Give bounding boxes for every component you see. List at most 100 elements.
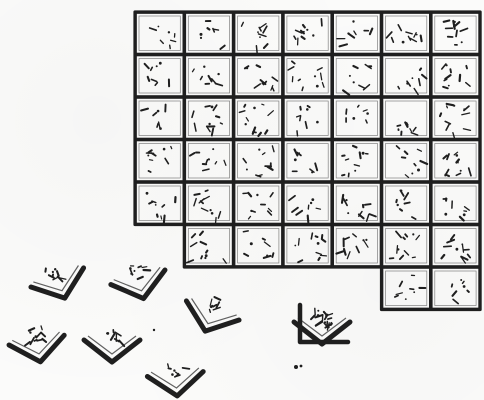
cell-glyph xyxy=(396,190,415,220)
grid-cell xyxy=(185,183,233,225)
cell-glyph xyxy=(395,275,425,300)
ink-dot xyxy=(300,365,303,368)
grid-cell xyxy=(382,268,430,310)
grid-cell xyxy=(185,55,233,97)
cell-glyph xyxy=(342,195,376,221)
grid-cell xyxy=(283,183,331,225)
cell-glyph xyxy=(150,26,176,49)
grid-cell xyxy=(136,13,184,55)
grid-cell xyxy=(382,55,430,97)
loose-tile xyxy=(84,330,140,362)
cell-glyph xyxy=(390,231,420,259)
grid-cell xyxy=(431,98,479,140)
grid-cell xyxy=(431,268,479,310)
grid-cell xyxy=(283,98,331,140)
puzzle-grid xyxy=(135,12,480,310)
cell-glyph xyxy=(398,68,426,94)
cell-glyph xyxy=(146,147,171,173)
cell-glyph xyxy=(192,105,222,135)
tile-glyph xyxy=(207,296,222,314)
cell-glyph xyxy=(452,279,469,304)
grid-cell xyxy=(283,55,331,97)
cell-glyph xyxy=(343,65,371,95)
tile-glyph xyxy=(168,362,190,377)
tile-glyph xyxy=(22,326,46,346)
grid-cell xyxy=(234,13,282,55)
grid-cell xyxy=(234,225,282,267)
cell-glyph xyxy=(187,232,227,264)
grid-cell xyxy=(185,13,233,55)
grid-cell xyxy=(333,225,381,267)
loose-tile xyxy=(7,322,68,366)
grid-cell xyxy=(136,55,184,97)
cell-glyph xyxy=(288,61,324,90)
cell-glyph xyxy=(294,19,322,45)
grid-cell xyxy=(382,13,430,55)
grid-cell xyxy=(333,183,381,225)
cell-glyph xyxy=(293,150,318,174)
cell-glyph xyxy=(141,105,166,130)
grid-cell xyxy=(136,98,184,140)
cell-glyph xyxy=(243,146,274,177)
cell-glyph xyxy=(190,148,226,171)
grid-cell xyxy=(431,55,479,97)
cell-glyph xyxy=(200,21,225,49)
grid-cell xyxy=(431,140,479,182)
cell-glyph xyxy=(337,20,372,46)
cell-glyph xyxy=(245,65,278,91)
cell-glyph xyxy=(397,123,417,136)
tile-glyph xyxy=(106,330,124,346)
tile-glyph xyxy=(315,314,332,329)
grid-cell xyxy=(234,55,282,97)
cell-glyph xyxy=(146,192,176,223)
cell-glyph xyxy=(397,146,428,178)
cell-glyph xyxy=(194,190,221,224)
grid-cell xyxy=(283,225,331,267)
ink-dot xyxy=(153,329,155,331)
cell-glyph xyxy=(444,21,468,45)
grid-cell xyxy=(333,13,381,55)
grid-cell xyxy=(185,140,233,182)
cell-glyph xyxy=(297,106,319,136)
grid-cell xyxy=(234,183,282,225)
grid-cell xyxy=(382,225,430,267)
loose-tile xyxy=(27,256,91,307)
grid-cell xyxy=(333,98,381,140)
cell-glyph xyxy=(443,152,471,176)
ink-dot xyxy=(294,365,298,369)
grid-outline xyxy=(135,12,480,310)
grid-cell xyxy=(283,13,331,55)
grid-cell xyxy=(136,140,184,182)
cell-glyph xyxy=(346,105,369,123)
cell-glyph xyxy=(289,196,321,223)
grid-cell xyxy=(431,225,479,267)
cell-glyph xyxy=(294,233,326,262)
tile-glyph xyxy=(44,263,66,286)
cell-glyph xyxy=(242,22,268,53)
cell-glyph xyxy=(145,62,170,87)
cell-glyph xyxy=(443,198,469,220)
grid-cell xyxy=(431,183,479,225)
cell-glyph xyxy=(442,235,471,263)
grid-cell xyxy=(283,140,331,182)
cell-glyph xyxy=(342,146,368,177)
loose-tile xyxy=(108,258,171,306)
grid-cell xyxy=(333,55,381,97)
grid-cell xyxy=(382,98,430,140)
grid-cell xyxy=(431,13,479,55)
grid-cell xyxy=(234,140,282,182)
grid-cell xyxy=(136,183,184,225)
cell-glyph xyxy=(239,104,273,136)
cell-glyph xyxy=(440,104,471,138)
loose-tile xyxy=(294,308,350,344)
cell-glyph xyxy=(243,193,273,219)
corner-tile xyxy=(300,305,348,342)
cell-glyph xyxy=(193,66,223,86)
loose-tiles xyxy=(7,256,350,398)
grid-cell xyxy=(234,98,282,140)
grid-cell xyxy=(382,183,430,225)
cell-glyph xyxy=(336,234,368,259)
loose-tile xyxy=(179,289,244,341)
